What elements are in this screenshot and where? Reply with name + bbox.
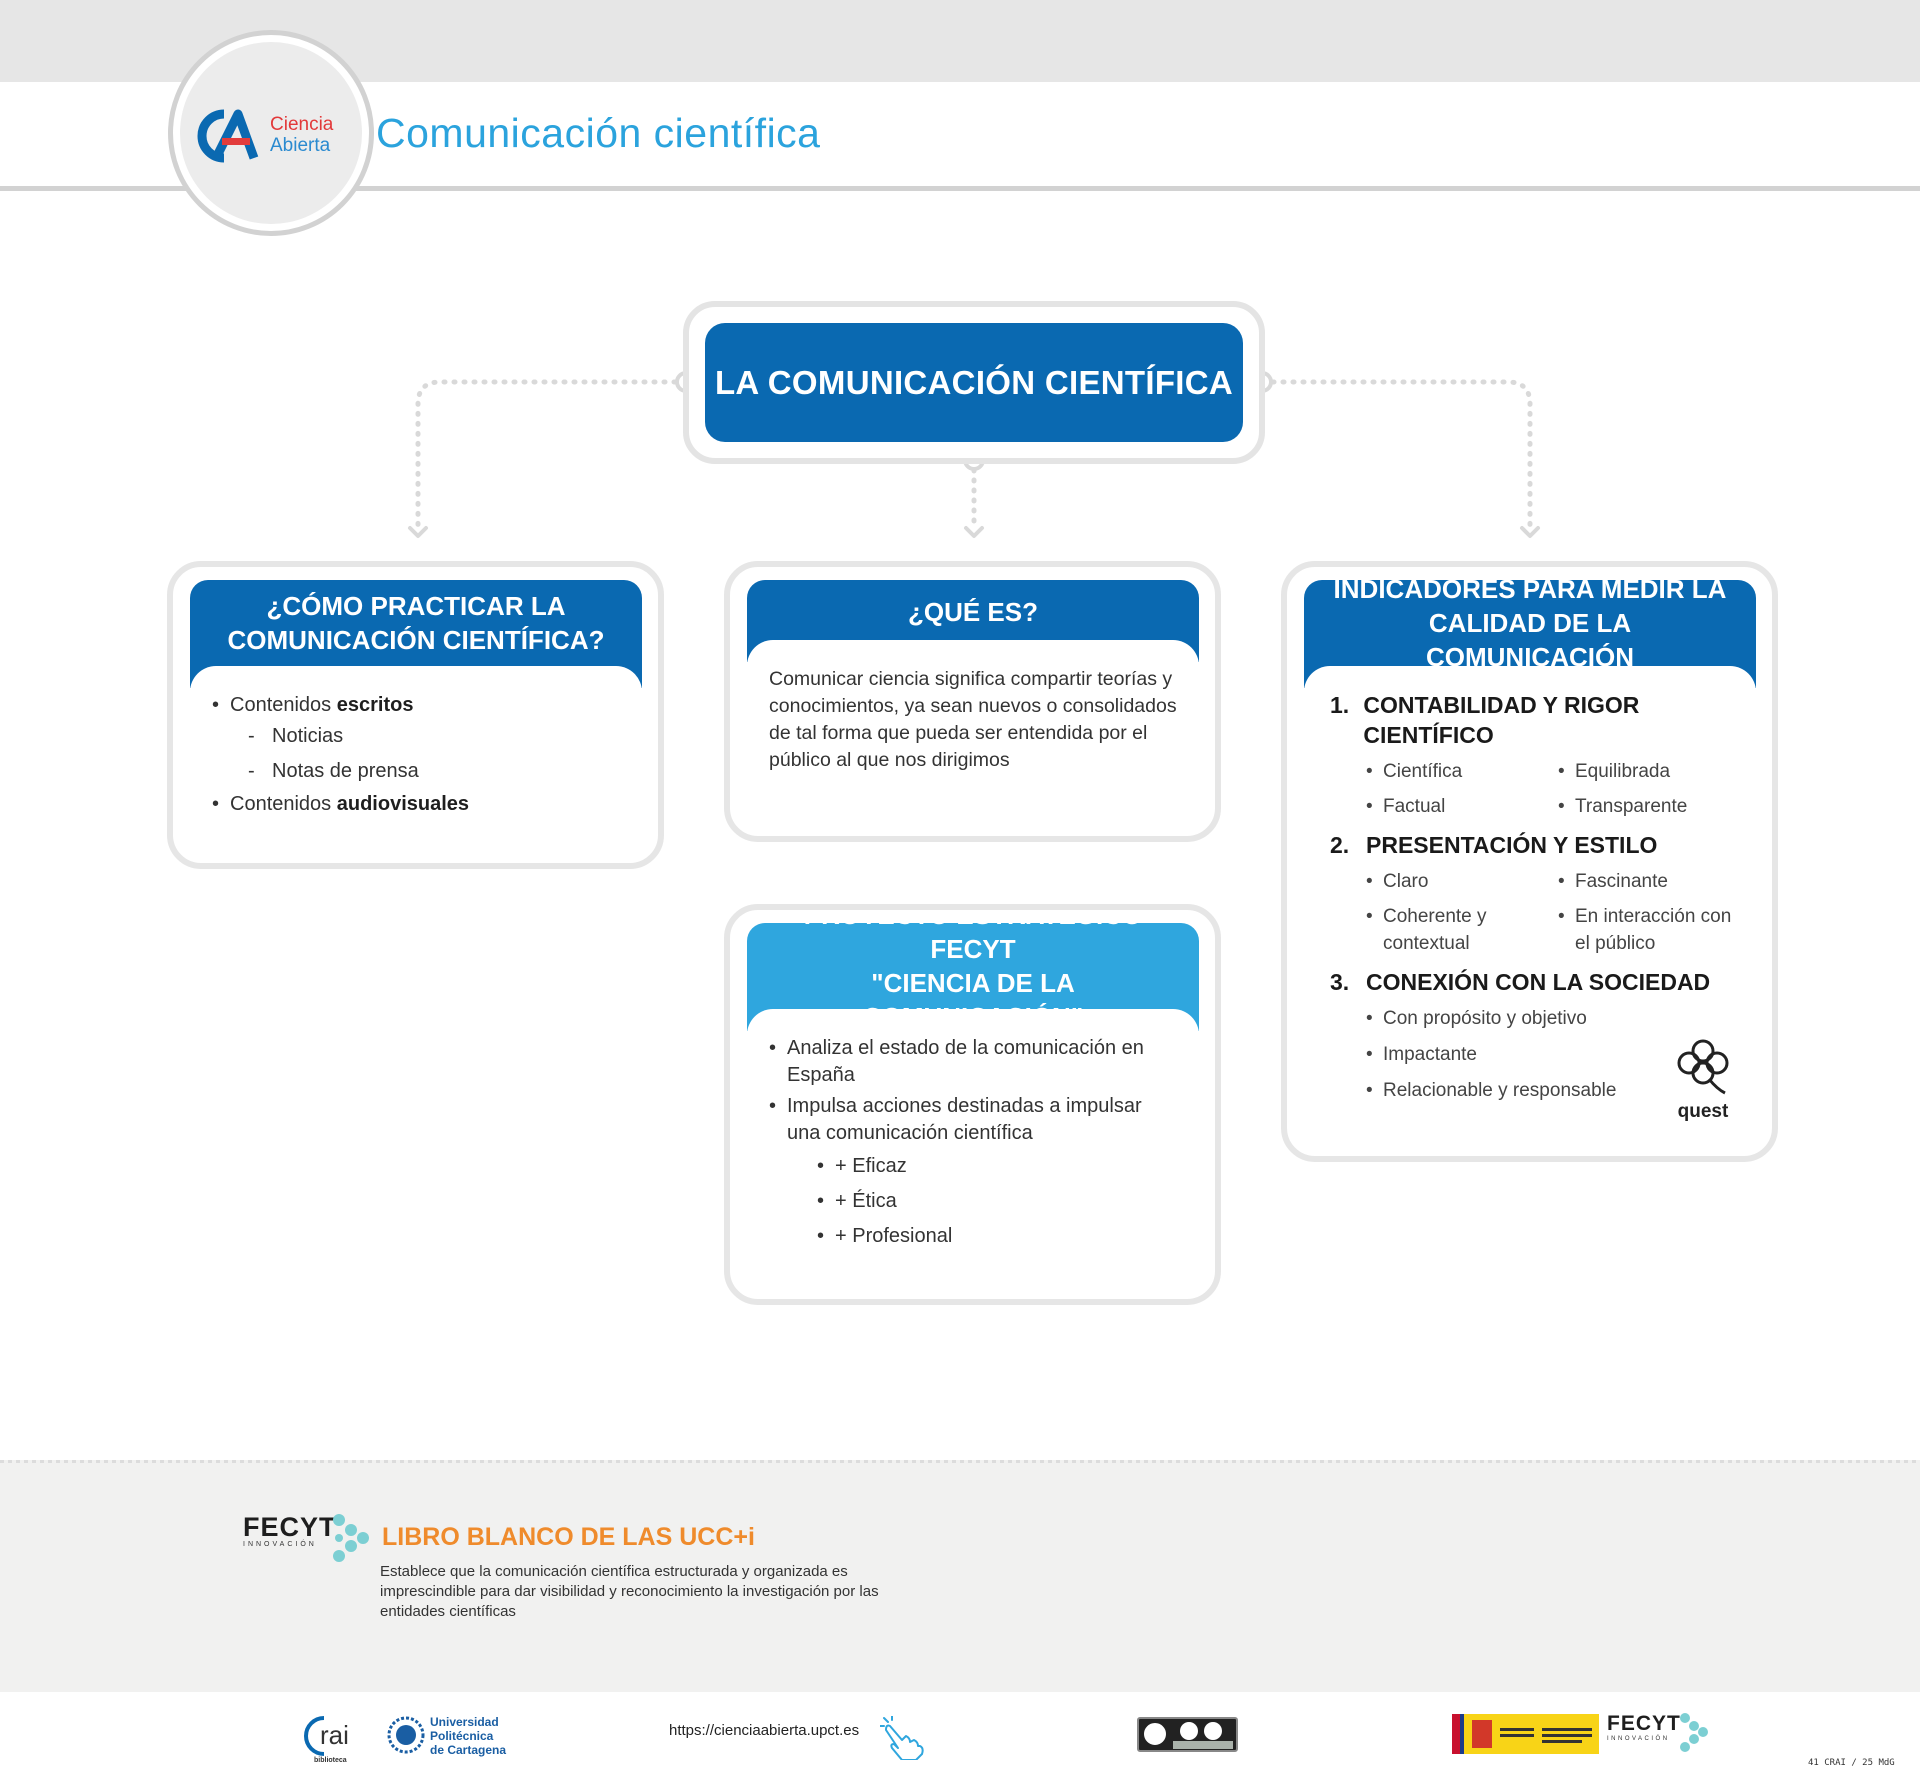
footer-band	[0, 1460, 1920, 1692]
connector-right	[1270, 379, 1533, 529]
fecyt-logo-bottom[interactable]: FECYT INNOVACIÓN	[1607, 1712, 1708, 1758]
indicator-item: Con propósito y objetivo	[1366, 1005, 1746, 1032]
card-practice-title-1: ¿CÓMO PRACTICAR LA	[266, 591, 566, 621]
card-fecyt: PROYECTO ESTRATÉGICO FECYT "CIENCIA DE L…	[747, 923, 1199, 1284]
card-practice-title-2: COMUNICACIÓN CIENTÍFICA?	[227, 625, 605, 655]
arrow-center-icon	[964, 526, 984, 538]
quest-label: quest	[1677, 1101, 1729, 1122]
arrow-left-icon	[408, 526, 428, 538]
fecyt-logo-word: FECYT	[243, 1512, 337, 1542]
sub-item-noticias: Noticias	[248, 721, 622, 752]
libro-blanco-description: Establece que la comunicación científica…	[380, 1563, 879, 1620]
list-item-bold: escritos	[336, 694, 414, 716]
upct-line-1: Universidad	[430, 1715, 499, 1729]
fecyt-bottom-sub: INNOVACIÓN	[1607, 1736, 1670, 1742]
logo-text: Ciencia Abierta	[270, 114, 333, 156]
indicator-section-1-number: 1.	[1330, 692, 1350, 718]
fecyt-dots-icon	[333, 1514, 369, 1562]
website-link[interactable]: https://cienciaabierta.upct.es	[669, 1722, 860, 1739]
upct-text: Universidad Politécnica de Cartagena	[430, 1715, 506, 1757]
indicator-item: Coherente y contextual	[1366, 903, 1558, 957]
card-what-text: Comunicar ciencia significa compartir te…	[769, 668, 1177, 771]
indicator-section-1-title: 1. CONTABILIDAD Y RIGOR CIENTÍFICO	[1330, 690, 1746, 750]
ciencia-abierta-logo[interactable]: Ciencia Abierta	[194, 108, 354, 164]
card-practice-body: Contenidos escritos Noticias Notas de pr…	[190, 666, 642, 832]
list-item: Impulsa acciones destinadas a impulsar u…	[769, 1093, 1179, 1252]
card-fecyt-title-1: PROYECTO ESTRATÉGICO FECYT	[804, 923, 1143, 964]
list-item-text: Contenidos	[230, 694, 337, 716]
card-indicators-title-1: INDICADORES PARA MEDIR LA	[1333, 580, 1727, 604]
card-practice-header: ¿CÓMO PRACTICAR LA COMUNICACIÓN CIENTÍFI…	[190, 580, 642, 688]
upct-seal-icon	[387, 1716, 425, 1754]
crai-icon: rai biblioteca	[304, 1716, 349, 1764]
indicator-item: Equilibrada	[1558, 758, 1748, 785]
indicator-item: Transparente	[1558, 793, 1748, 820]
cc-by-sa-badge[interactable]	[1137, 1717, 1238, 1752]
header-divider	[0, 186, 1920, 191]
page-code: 41 CRAI / 25 MdG	[1808, 1758, 1895, 1768]
fecyt-bottom-word: FECYT	[1607, 1712, 1681, 1735]
upct-line-3: de Cartagena	[430, 1743, 507, 1757]
gobierno-flag-icon	[1452, 1714, 1599, 1754]
indicator-item: Relacionable y responsable	[1366, 1077, 1746, 1104]
ca-logo-icon	[197, 109, 259, 163]
upct-logo[interactable]: Universidad Politécnica de Cartagena	[386, 1715, 516, 1759]
indicator-section-1-label: CONTABILIDAD Y RIGOR CIENTÍFICO	[1363, 692, 1640, 748]
card-indicators-body: 1. CONTABILIDAD Y RIGOR CIENTÍFICO Cient…	[1304, 666, 1756, 1141]
indicator-section-1-items: Científica Equilibrada Factual Transpare…	[1366, 758, 1746, 820]
libro-blanco-title: LIBRO BLANCO DE LAS UCC+i	[382, 1523, 755, 1551]
upct-line-2: Politécnica	[430, 1729, 494, 1743]
card-what-body: Comunicar ciencia significa compartir te…	[747, 640, 1199, 784]
footer-band-border	[0, 1460, 1920, 1463]
logo-circle	[180, 42, 362, 224]
logo-text-ciencia: Ciencia	[270, 114, 334, 135]
list-item: Analiza el estado de la comunicación en …	[769, 1035, 1179, 1089]
crai-label: rai	[320, 1720, 349, 1750]
indicator-item: Científica	[1366, 758, 1558, 785]
list-item: Contenidos audiovisuales	[212, 791, 622, 818]
indicator-item: En interacción con el público	[1558, 903, 1748, 957]
crai-sub: biblioteca	[314, 1757, 347, 1764]
list-item: Contenidos escritos Noticias Notas de pr…	[212, 692, 622, 787]
fecyt-logo[interactable]: FECYT INNOVACIÓN	[243, 1512, 369, 1566]
list-item-bold: audiovisuales	[336, 793, 470, 815]
indicator-item: Claro	[1366, 868, 1558, 895]
connector-left	[415, 379, 678, 529]
plus-item-etica: + Ética	[817, 1186, 1179, 1217]
indicator-section-2-title: 2. PRESENTACIÓN Y ESTILO	[1330, 830, 1746, 860]
indicator-section-2-number: 2.	[1330, 832, 1350, 858]
fecyt-bottom-dots-icon	[1680, 1713, 1708, 1752]
quest-logo: quest	[1670, 1035, 1736, 1123]
fecyt-logo-sub: INNOVACIÓN	[243, 1541, 317, 1548]
list-item-text: Impulsa acciones destinadas a impulsar u…	[787, 1095, 1142, 1144]
gobierno-espana-logo[interactable]	[1452, 1714, 1599, 1754]
card-what-title: ¿QUÉ ES?	[907, 597, 1038, 627]
indicator-section-2-items: Claro Fascinante Coherente y contextual …	[1366, 868, 1746, 957]
indicator-section-3-title: 3. CONEXIÓN CON LA SOCIEDAD	[1330, 967, 1746, 997]
page-title: Comunicación científica	[376, 110, 821, 156]
indicator-section-2-label: PRESENTACIÓN Y ESTILO	[1366, 832, 1658, 858]
indicator-item: Fascinante	[1558, 868, 1748, 895]
crai-logo[interactable]: rai biblioteca	[302, 1710, 362, 1764]
card-practice: ¿CÓMO PRACTICAR LA COMUNICACIÓN CIENTÍFI…	[190, 580, 642, 848]
indicator-section-3-number: 3.	[1330, 969, 1350, 995]
cc-license-icon	[1142, 1721, 1233, 1749]
indicator-item: Impactante	[1366, 1041, 1746, 1068]
sub-item-notas: Notas de prensa	[248, 756, 622, 787]
indicator-item: Factual	[1366, 793, 1558, 820]
card-indicators: INDICADORES PARA MEDIR LA CALIDAD DE LA …	[1304, 580, 1756, 1141]
card-fecyt-body: Analiza el estado de la comunicación en …	[747, 1009, 1199, 1266]
quest-flower-icon	[1677, 1039, 1729, 1095]
card-what: ¿QUÉ ES? Comunicar ciencia significa com…	[747, 580, 1199, 821]
root-node[interactable]: LA COMUNICACIÓN CIENTÍFICA	[705, 323, 1243, 442]
list-item-text: Contenidos	[230, 793, 337, 815]
pointing-hand-icon	[880, 1716, 924, 1760]
indicator-section-3-label: CONEXIÓN CON LA SOCIEDAD	[1366, 969, 1711, 995]
plus-item-eficaz: + Eficaz	[817, 1151, 1179, 1182]
arrow-right-icon	[1520, 526, 1540, 538]
logo-text-abierta: Abierta	[270, 135, 331, 156]
indicator-section-3-items: Con propósito y objetivo Impactante Rela…	[1366, 1005, 1746, 1104]
card-indicators-title-2: CALIDAD DE LA COMUNICACIÓN	[1426, 608, 1634, 672]
plus-item-profesional: + Profesional	[817, 1221, 1179, 1252]
